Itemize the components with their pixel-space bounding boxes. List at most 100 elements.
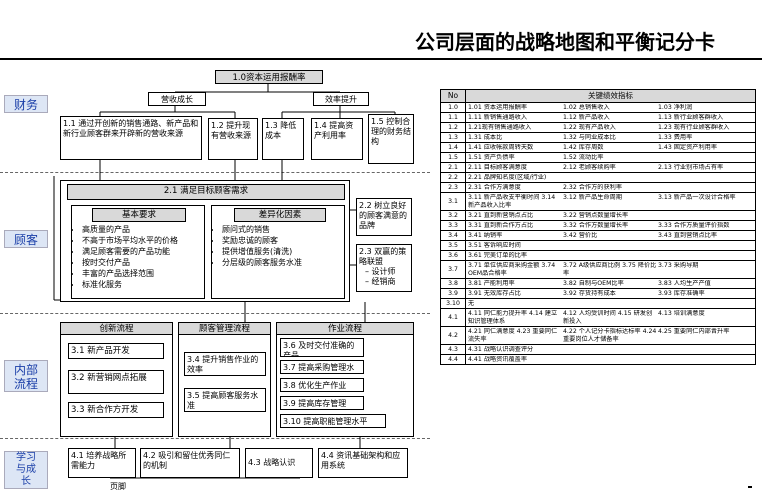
row-no: 3.8 <box>440 278 466 289</box>
row-no: 4.2 <box>440 326 466 345</box>
kpi-item: 2.21 品牌知名度(区域/行业) <box>468 173 547 181</box>
lane-customer: 顾客 <box>4 230 48 248</box>
finance-structure-box: 1.5 控制合理的财务结构 <box>368 114 414 164</box>
kpi-item: 无 <box>468 299 475 307</box>
new-outlet-box: 3.2 新营销网点拓展 <box>68 370 164 394</box>
function-mgmt-box: 3.10 提高职能管理水平 <box>280 414 386 428</box>
kpi-item <box>658 184 753 192</box>
alliance-item: – 设计师 <box>365 267 396 276</box>
footer: 页脚 <box>110 482 126 491</box>
row-no: 3.6 <box>440 250 466 261</box>
kpi-item <box>658 356 753 364</box>
kpi-cells: 2.31 合作方满意度 2.32 合作方的获利率 <box>468 184 753 192</box>
kpi-item <box>563 300 658 308</box>
row-no: 1.4 <box>440 142 466 153</box>
kpi-item: 3.11 新产品收支平衡时间 3.14 新产品收入比率 <box>468 194 556 209</box>
kpi-item: 1.12 新产品收入 <box>563 113 610 121</box>
row-kpis: 2.31 合作方满意度 2.32 合作方的获利率 <box>465 182 756 193</box>
row-no: 2.3 <box>440 182 466 193</box>
list-item: 顾问式的销售 <box>222 224 302 235</box>
cost-box: 1.3 降低成本 <box>262 118 304 160</box>
kpi-cells: 4.31 战略认识调查评分 <box>468 346 753 354</box>
row-no: 4.1 <box>440 308 466 327</box>
kpi-item <box>658 346 753 354</box>
customer-needs-frame: 2.1 满足目标顾客需求 基本要求 高质量的产品 不高于市场平均水平的价格 满足… <box>60 180 350 302</box>
kpi-item: 3.73 采购导期 <box>658 262 699 269</box>
row-no: 1.3 <box>440 132 466 143</box>
row-no: 2.2 <box>440 172 466 183</box>
existing-revenue-box: 1.2 提升现有营收来源 <box>208 118 258 160</box>
kpi-item: 1.51 资产负债率 <box>468 153 515 161</box>
row-no: 3.2 <box>440 210 466 221</box>
kpi-item: 2.32 合作方的获利率 <box>563 183 623 191</box>
list-item: 标准化服务 <box>82 279 178 290</box>
kpi-item: 3.83 人均生产产值 <box>658 279 711 287</box>
crm-frame <box>178 322 271 437</box>
diff-factor-list: 顾问式的销售 奖励忠诚的顾客 提供增值服务(清洗) 分层级的顾客服务水准 <box>212 224 302 268</box>
basic-req-list: 高质量的产品 不高于市场平均水平的价格 满足顾客需要的产品功能 按时交付产品 丰… <box>72 224 178 290</box>
row-no: 3.4 <box>440 230 466 241</box>
kpi-item: 1.02 总销售收入 <box>563 103 610 111</box>
lane-divider <box>0 172 430 173</box>
sales-efficiency-box: 3.4 提升销售作业的效率 <box>184 352 266 376</box>
list-item: 奖励忠诚的顾客 <box>222 235 302 246</box>
kpi-item: 3.42 营价比 <box>563 231 598 239</box>
kpi-item: 1.22 现有产品收入 <box>563 123 616 131</box>
kpi-item: 3.81 产能利用率 <box>468 279 515 287</box>
lane-divider <box>0 313 430 314</box>
kpi-item: 3.41 纳销率 <box>468 231 503 239</box>
kpi-item: 3.43 直到营销点比率 <box>658 231 718 239</box>
customer-needs-title: 2.1 满足目标顾客需求 <box>67 184 345 200</box>
kpi-item: 3.92 存货持有成本 <box>563 289 616 297</box>
kpi-item: 4.25 重要同仁内部晋升率 <box>658 328 730 335</box>
kpi-item: 3.61 完美订单的比率 <box>468 251 528 259</box>
row-kpis: 2.21 品牌知名度(区域/行业) <box>465 172 756 183</box>
delivery-box: 3.6 及时交付准确的产品 <box>280 338 364 357</box>
list-item: 提供增值服务(清洗) <box>222 246 302 257</box>
kpi-item: 1.21现有销售通路收入 <box>468 123 532 131</box>
kpi-item: 2.13 行业别市场占有率 <box>658 163 724 171</box>
kpi-cells: 3.61 完美订单的比率 <box>468 252 753 260</box>
list-item: 按时交付产品 <box>82 257 178 268</box>
kpi-item: 3.93 库存准确率 <box>658 289 705 297</box>
kpi-item: 3.51 客诉响应时间 <box>468 241 521 249</box>
brand-box: 2.2 树立良好的顾客满意的品牌 <box>356 198 412 236</box>
kpi-item: 3.13 新产品一次设计合格率 <box>658 194 736 201</box>
connector-lines <box>53 84 396 479</box>
asset-util-box: 1.4 提高资产利用率 <box>311 118 363 160</box>
kpi-item: 1.31 成本比 <box>468 133 503 141</box>
alliance-box: 2.3 双赢的策略联盟 – 设计师 – 经销商 <box>356 244 412 292</box>
kpi-item: 1.32 与同业成本比 <box>563 133 616 141</box>
row-kpis: 4.31 战略认识调查评分 <box>465 344 756 355</box>
crm-title: 顾客管理流程 <box>178 322 271 335</box>
kpi-item: 2.31 合作方满意度 <box>468 183 521 191</box>
alliance-designer: 设计师 <box>371 267 396 276</box>
